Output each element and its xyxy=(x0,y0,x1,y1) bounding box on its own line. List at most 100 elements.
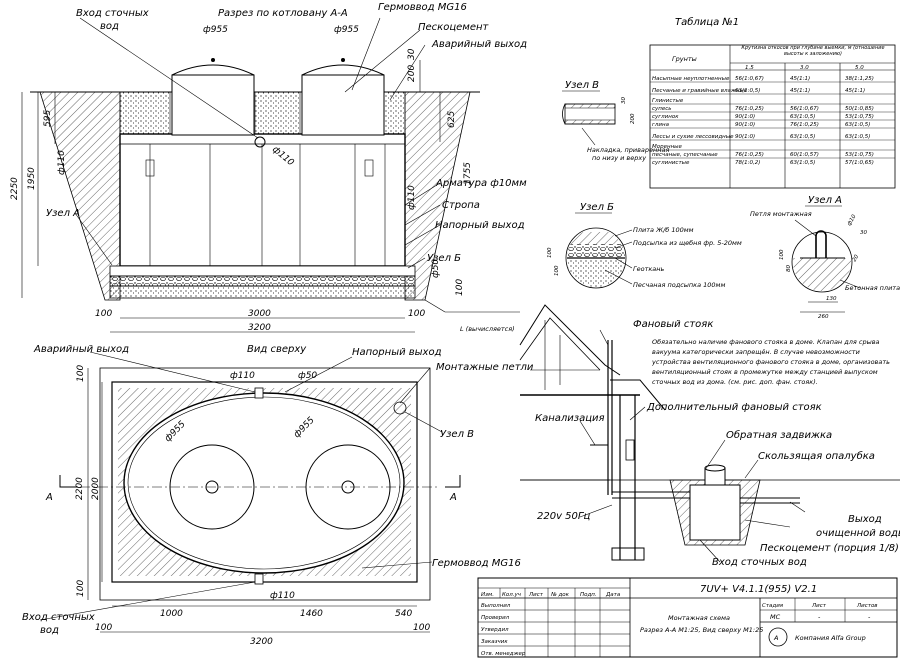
section-inlet-label: Вход сточных xyxy=(76,8,149,19)
stamp-stage-h: Стадия xyxy=(762,603,784,609)
svg-text:A: A xyxy=(773,634,778,642)
scheme-extra-vent: Дополнительный фановый стояк xyxy=(646,402,822,413)
top-dim-100-d: 100 xyxy=(413,623,430,633)
stamp-h-kol: Кол.уч xyxy=(502,592,522,598)
dim-3200: 3200 xyxy=(248,323,271,333)
install-scheme xyxy=(519,304,900,563)
scheme-power: 220v 50Гц xyxy=(537,511,590,522)
table-cell: 50(1:0,85) xyxy=(845,106,874,112)
node-v-title: Узел В xyxy=(565,80,599,91)
table-cell: 90(1:0) xyxy=(735,114,755,120)
top-dim-110-top: ф110 xyxy=(230,371,255,381)
top-dim-2200: 2200 xyxy=(75,477,85,500)
dim-50: ф50 xyxy=(431,259,441,278)
stamp-company: Компания Alfa Group xyxy=(795,634,866,642)
dim-595: 595 xyxy=(43,110,53,127)
scheme-labels: Фановый стояк Обязательно наличие фаново… xyxy=(535,319,900,568)
dim-2250: 2250 xyxy=(10,177,20,200)
top-inlet-1: Вход сточных xyxy=(22,612,95,623)
top-node-v: Узел В xyxy=(440,429,474,440)
top-emergency: Аварийный выход xyxy=(33,344,129,355)
node-b-detail: Узел Б Плита Ж/б 100мм Подсыпка из щебня… xyxy=(547,202,742,289)
stamp-sheets-h: Листов xyxy=(856,603,878,609)
node-b-sand: Песчаная подсыпка 100мм xyxy=(633,281,725,289)
top-view-labels: Вид сверху Аварийный выход Напорный выхо… xyxy=(22,344,534,647)
table-cell: 76(1:0,25) xyxy=(735,152,764,158)
table-cell: 76(1:0,25) xyxy=(790,122,819,128)
stamp-desc-2: Разрез А-А М1:25, Вид сверху М1:25 xyxy=(640,626,763,634)
section-title: Разрез по котловану А-А xyxy=(218,8,348,19)
dim-1950: 1950 xyxy=(27,167,37,190)
top-hermo: Гермоввод MG16 xyxy=(432,558,521,569)
table-row-name: суглинок xyxy=(652,114,679,120)
stamp-sheet: - xyxy=(818,613,821,621)
node-a-dim-20: 20 xyxy=(852,254,861,263)
table-row-name: Глинистые xyxy=(652,98,684,104)
section-sling-label: Стропа xyxy=(442,200,480,211)
top-dim-100-a: 100 xyxy=(76,365,86,382)
scheme-check-valve: Обратная задвижка xyxy=(726,429,832,441)
dim-200: 200 xyxy=(407,65,417,82)
dim-30: 30 xyxy=(407,48,417,60)
section-mark-right: А xyxy=(449,492,457,503)
node-a-dim-130: 130 xyxy=(826,296,837,302)
top-dim-2000: 2000 xyxy=(91,477,101,500)
table-row-name: глина xyxy=(652,122,670,128)
dim-100-a: 100 xyxy=(95,309,112,319)
node-b-dim-100-b: 100 xyxy=(554,265,560,276)
table-cell: 45(1:1) xyxy=(790,88,810,94)
table-cell: 63(1:0,5) xyxy=(790,160,815,166)
top-view xyxy=(39,351,461,633)
table-cell: 57(1:0,65) xyxy=(845,160,874,166)
section-emergency-label: Аварийный выход xyxy=(431,39,527,50)
table-row-name: Песчаные и гравийные влажные xyxy=(652,88,748,94)
section-labels: Вход сточных вод Разрез по котловану А-А… xyxy=(10,2,527,333)
section-mark-left: А xyxy=(45,492,53,503)
table-row-name: суглинистые xyxy=(652,160,690,166)
section-pressure-label: Напорный выход xyxy=(435,220,525,231)
dim-110-c: ф110 xyxy=(407,185,417,210)
node-v-detail: Узел В Накладка, приваренная по низу и в… xyxy=(562,80,669,162)
table-col-soil: Грунты xyxy=(672,55,697,63)
stamp-desc-1: Монтажная схема xyxy=(668,614,730,622)
table-cell: 53(1:0,75) xyxy=(845,114,874,120)
top-dim-540: 540 xyxy=(395,609,412,619)
table-cell: 90(1:0) xyxy=(735,122,755,128)
top-dim-1460: 1460 xyxy=(300,609,323,619)
node-b-geotextile: Геоткань xyxy=(633,265,665,273)
top-dim-1000: 1000 xyxy=(160,609,183,619)
table-col-header: Крутизна откосов при глубине выемки, м (… xyxy=(741,45,885,57)
scheme-note: Обязательно наличие фанового стояка в до… xyxy=(652,338,890,386)
node-v-note-1: Накладка, приваренная xyxy=(587,146,669,154)
stamp-h-list: Лист xyxy=(528,592,544,598)
dim-110-a: ф110 xyxy=(57,150,67,175)
scheme-formwork: Скользящая опалубка xyxy=(758,450,875,462)
node-a-dim-30: 30 xyxy=(860,230,867,236)
table-title: Таблица №1 xyxy=(675,16,739,28)
top-dim-110-bot: ф110 xyxy=(270,591,295,601)
table-depth-2: 5.0 xyxy=(855,65,864,71)
stamp-h-date: Дата xyxy=(605,592,621,598)
node-a-dim-100: 100 xyxy=(779,249,785,260)
dim-955-right: ф955 xyxy=(334,25,359,35)
table-depth-1: 3.0 xyxy=(800,65,809,71)
top-view-title: Вид сверху xyxy=(247,344,307,355)
table-cell: 56(1:0,67) xyxy=(735,76,764,82)
scheme-exit-1: Выход xyxy=(848,514,882,525)
stamp-role: Утвердил xyxy=(481,627,509,633)
stamp-h-doc: № док xyxy=(550,592,570,598)
node-b-title: Узел Б xyxy=(580,202,614,213)
section-l-label: L (вычисляется) xyxy=(460,325,515,333)
table-cell: 63(1:0,5) xyxy=(790,114,815,120)
node-a-slab: Бетонная плита xyxy=(845,284,900,292)
node-a-detail: Узел А Петля монтажная Бетонная плита 26… xyxy=(750,195,900,320)
top-dim-100-b: 100 xyxy=(76,580,86,597)
node-b-dim-100-a: 100 xyxy=(547,247,553,258)
top-dim-3200: 3200 xyxy=(250,637,273,647)
stamp-role: Заказчик xyxy=(481,639,508,645)
table-cell: 78(1:0,2) xyxy=(735,160,760,166)
table-cell: 63(1:0,5) xyxy=(845,122,870,128)
stamp-h-izm: Изм. xyxy=(481,592,494,598)
dim-955-left: ф955 xyxy=(203,25,228,35)
